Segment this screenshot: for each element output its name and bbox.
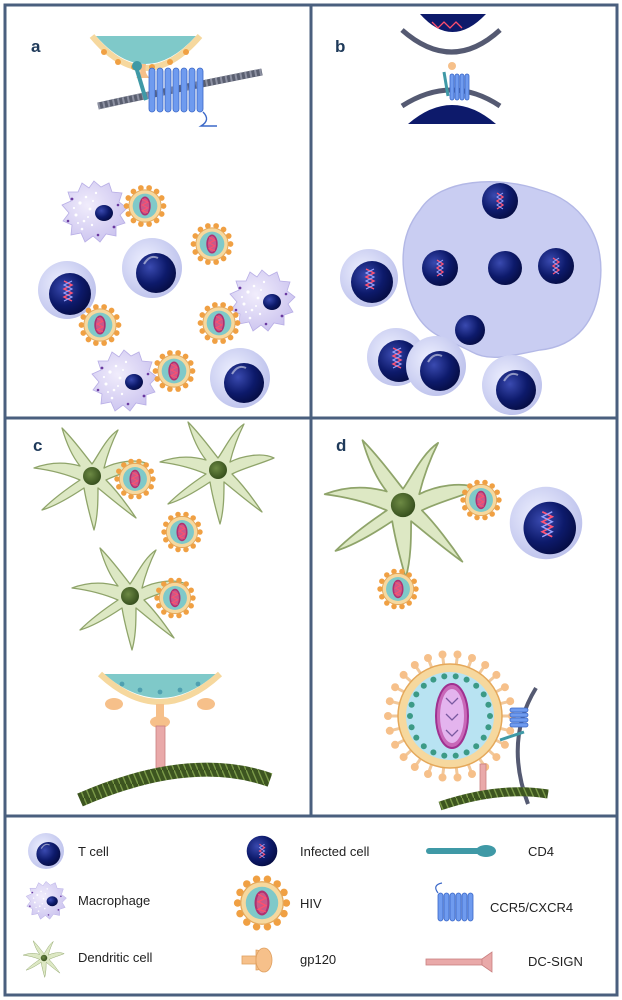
- infected-nucleus: [421, 249, 459, 287]
- legend-cd4: CD4: [426, 844, 554, 859]
- legend: T cell Macrophage Dendritic cell Infecte…: [22, 832, 583, 978]
- legend-label-infected-cell: Infected cell: [300, 844, 369, 859]
- infected-cell-legend-icon: [246, 835, 278, 867]
- legend-label-ccr5-cxcr4: CCR5/CXCR4: [490, 900, 573, 915]
- legend-label-t-cell: T cell: [78, 844, 109, 859]
- infected-nucleus: [481, 182, 519, 220]
- legend-label-cd4: CD4: [528, 844, 554, 859]
- panel-b: [339, 14, 602, 416]
- legend-dc-sign: DC-SIGN: [425, 951, 583, 973]
- legend-label-dendritic-cell: Dendritic cell: [78, 950, 153, 965]
- ccr5-cxcr4-legend-icon: [435, 882, 474, 922]
- t-cell: [405, 335, 467, 397]
- panel-a: [37, 34, 296, 412]
- legend-infected-cell: Infected cell: [246, 835, 369, 867]
- legend-label-dc-sign: DC-SIGN: [528, 954, 583, 969]
- panel-c: [33, 421, 275, 807]
- t-cell: [481, 354, 543, 416]
- panel-label-a: a: [31, 37, 41, 56]
- nucleus: [488, 251, 522, 285]
- gp120-legend-icon: [241, 947, 273, 973]
- t-cell-legend-icon: [27, 832, 65, 870]
- t-cell: [209, 347, 271, 409]
- legend-hiv: HIV: [233, 874, 322, 932]
- legend-label-macrophage: Macrophage: [78, 893, 150, 908]
- panel-d: [323, 439, 584, 811]
- legend-dendritic-cell: Dendritic cell: [22, 940, 153, 978]
- cell-cell-contact-b: [400, 14, 502, 124]
- virus-membrane-fusion-a: [89, 34, 263, 127]
- dc-sign-legend-icon: [425, 951, 493, 973]
- legend-ccr5-cxcr4: CCR5/CXCR4: [435, 882, 573, 922]
- infected-nucleus: [537, 247, 575, 285]
- infected-t-cell: [339, 248, 399, 308]
- virus-dc-sign-binding-c: [77, 671, 273, 807]
- virus-synapse-d: [384, 650, 549, 811]
- legend-t-cell: T cell: [27, 832, 109, 870]
- legend-macrophage: Macrophage: [25, 881, 150, 920]
- cd4-legend-icon: [426, 845, 496, 857]
- legend-label-hiv: HIV: [300, 896, 322, 911]
- t-cell: [121, 237, 183, 299]
- panel-label-c: c: [33, 436, 42, 455]
- infected-t-cell: [508, 485, 584, 561]
- panel-label-b: b: [335, 37, 345, 56]
- nucleus: [455, 315, 485, 345]
- legend-label-gp120: gp120: [300, 952, 336, 967]
- panel-label-d: d: [336, 436, 346, 455]
- legend-gp120: gp120: [241, 947, 336, 973]
